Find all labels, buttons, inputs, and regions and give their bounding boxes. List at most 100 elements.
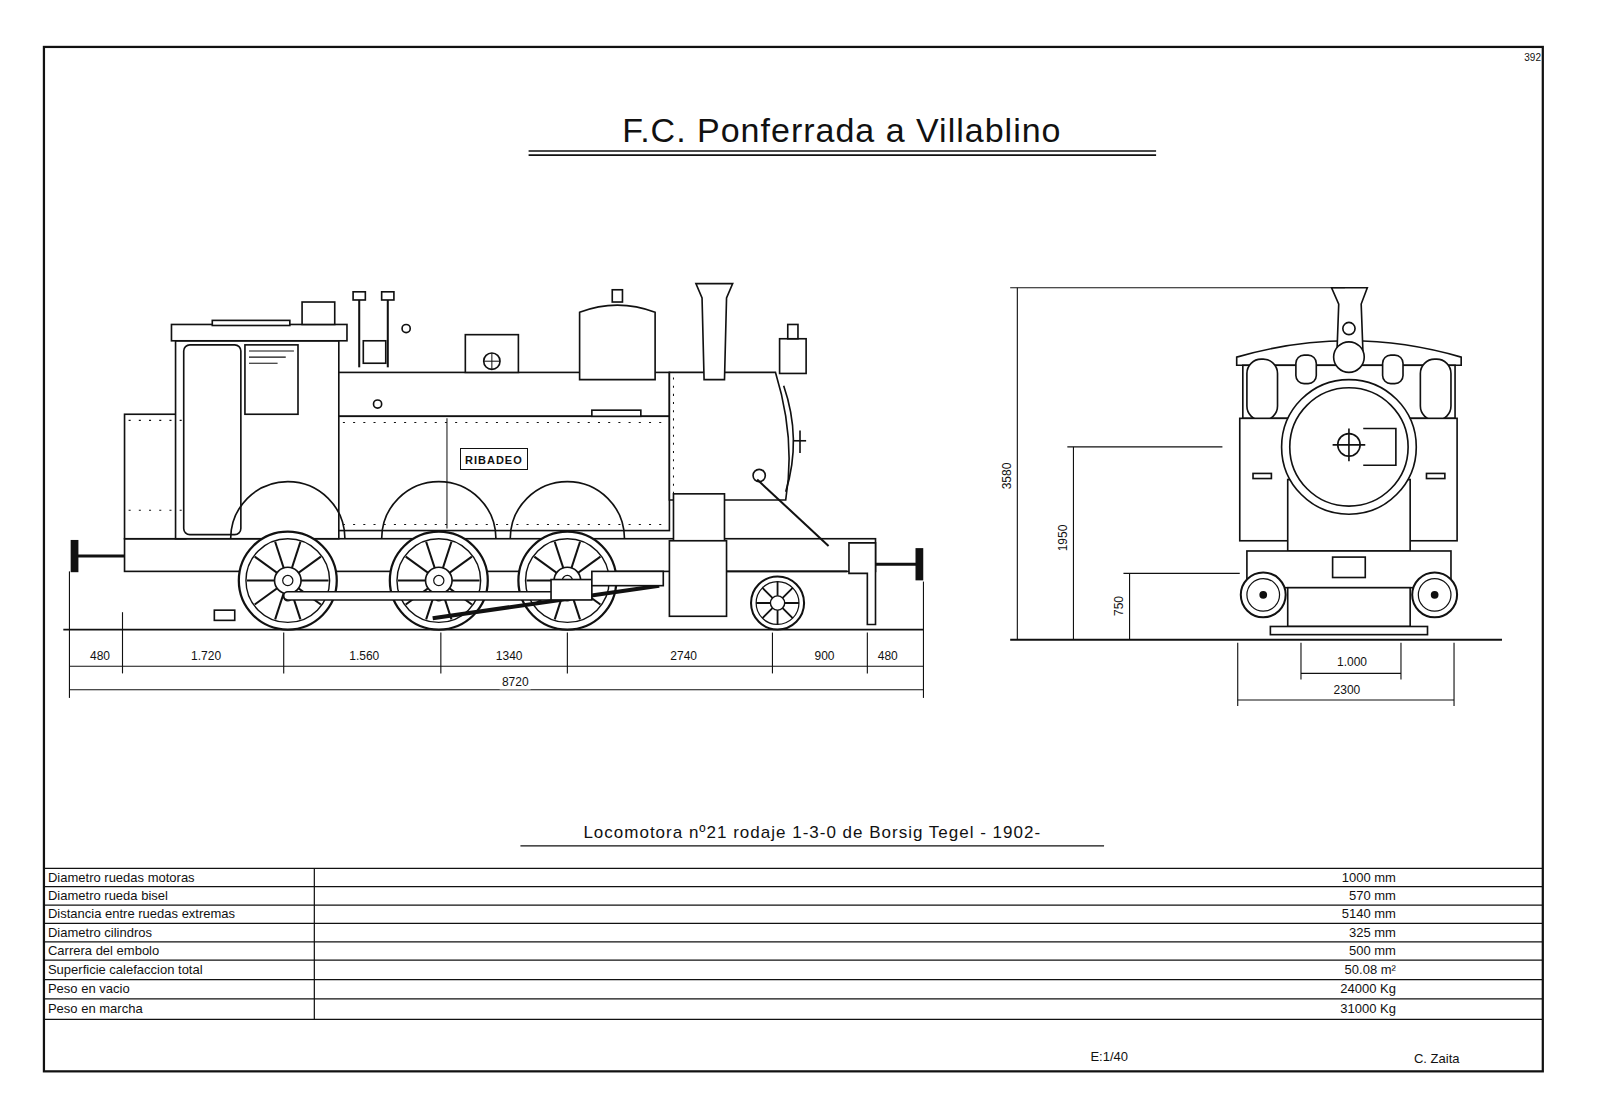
dimension: 480: [88, 651, 112, 664]
side-view: [129, 420, 182, 421]
scale-note: E:1/40: [1090, 1050, 1128, 1064]
table-label: Diametro ruedas motoras: [48, 870, 195, 884]
front-dimensions: [1067, 446, 1222, 447]
side-view: [753, 469, 765, 481]
table-value: 5140 mm: [1342, 907, 1396, 921]
front-dimensions: [1453, 643, 1454, 706]
side-view: [484, 353, 500, 369]
side-dimensions: [69, 689, 923, 690]
table-value: 500 mm: [1349, 944, 1396, 958]
front-view: [1282, 380, 1417, 515]
side-dimensions: [283, 633, 284, 674]
data-table: [44, 1019, 1543, 1020]
side-view: [63, 629, 923, 631]
side-view: [669, 541, 726, 617]
author-note: C. Zaita: [1414, 1052, 1460, 1066]
side-view: [696, 284, 733, 380]
side-view: [239, 532, 337, 630]
side-view: [284, 592, 572, 600]
front-dimensions: [1010, 287, 1345, 288]
side-view: [446, 418, 447, 528]
dimension: 3580: [1002, 460, 1015, 491]
side-dimensions: [772, 633, 773, 674]
table-value: 31000 Kg: [1340, 1002, 1396, 1016]
side-view: [212, 320, 290, 325]
sheet-frame: [529, 154, 1157, 156]
front-view: [1288, 588, 1410, 627]
data-table: [44, 941, 1543, 942]
front-view: [1296, 355, 1316, 384]
front-view: [1010, 288, 1502, 640]
table-value: 24000 Kg: [1340, 982, 1396, 996]
side-view: [176, 341, 339, 539]
dimension: 1.000: [1335, 657, 1369, 670]
side-dimensions: [567, 633, 568, 674]
side-view: [402, 324, 410, 332]
front-view: [1253, 473, 1271, 478]
front-view: [1426, 473, 1444, 478]
side-view: [63, 284, 923, 630]
side-view: [382, 292, 394, 300]
nameplate: RIBADEO: [460, 448, 528, 470]
side-dimensions: [923, 582, 924, 698]
dimension: 1.720: [189, 651, 223, 664]
side-view: [592, 410, 641, 416]
side-view: [129, 510, 182, 511]
front-dimensions: [1129, 573, 1130, 639]
side-dimensions: [69, 571, 70, 698]
dimension: 480: [876, 651, 900, 664]
sheet-frame: [529, 150, 1157, 152]
side-dimensions: [867, 633, 868, 674]
sheet-number: 392: [1524, 52, 1541, 63]
side-dimensions: [69, 666, 923, 667]
front-dimensions: [1017, 288, 1018, 640]
side-view: [249, 350, 294, 351]
table-label: Peso en marcha: [48, 1002, 143, 1016]
dimension: 2740: [668, 651, 699, 664]
side-view: [387, 296, 389, 367]
side-view: [788, 324, 798, 338]
front-view: [1290, 388, 1408, 506]
dimension: 1340: [494, 651, 525, 664]
data-table: [44, 923, 1543, 924]
side-view: [916, 549, 922, 580]
front-view: [1010, 639, 1502, 641]
dimension: 8720: [500, 676, 531, 689]
side-view: [343, 524, 665, 525]
data-table: [44, 868, 1543, 869]
front-view: [1334, 342, 1365, 373]
front-view: [1270, 626, 1427, 634]
table-label: Distancia entre ruedas extremas: [48, 907, 235, 921]
side-view: [612, 290, 622, 302]
front-dimensions: [1400, 643, 1401, 680]
side-view: [673, 378, 674, 496]
data-table: [44, 886, 1543, 887]
side-view: [757, 480, 828, 546]
drawing-title: F.C. Ponferrada a Villablino: [622, 112, 1061, 149]
front-dimensions: [1237, 643, 1238, 706]
front-dimensions: [1238, 699, 1454, 700]
side-view: [390, 532, 488, 630]
side-view: [171, 324, 346, 340]
front-dimensions: [1300, 643, 1301, 680]
side-dimensions: [122, 612, 123, 673]
side-view: [784, 386, 794, 492]
side-view: [580, 305, 656, 379]
table-value: 570 mm: [1349, 889, 1396, 903]
data-table: [44, 904, 1543, 905]
side-view: [71, 541, 77, 572]
sheet-frame: [44, 47, 1543, 1071]
table-value: 50.08 m²: [1345, 963, 1396, 977]
side-view: [551, 580, 592, 600]
table-label: Peso en vacio: [48, 982, 130, 996]
table-label: Superficie calefaccion total: [48, 963, 203, 977]
table-value: 1000 mm: [1342, 870, 1396, 884]
front-view: [1333, 557, 1366, 577]
front-view: [1241, 572, 1286, 617]
data-table: [44, 998, 1543, 999]
side-view: [302, 302, 335, 324]
side-view: [510, 482, 624, 539]
side-view: [214, 610, 234, 620]
side-view: [727, 571, 847, 573]
front-view: [1348, 429, 1350, 462]
